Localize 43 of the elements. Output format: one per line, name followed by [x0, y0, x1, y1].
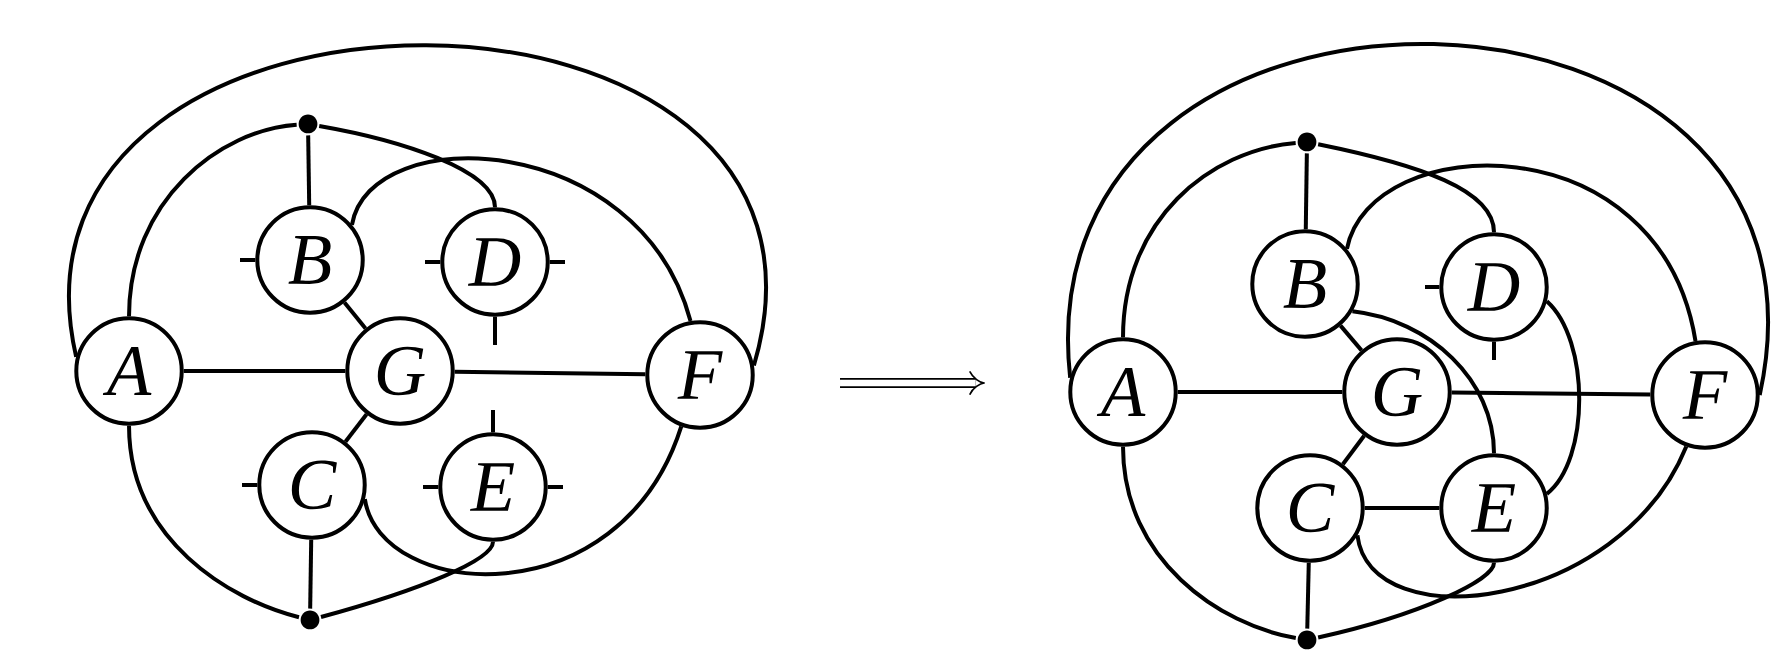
curved-line: [318, 123, 497, 208]
curved-line: [1317, 562, 1496, 640]
line: [306, 135, 312, 206]
junction-dot: [298, 114, 318, 134]
junction-dot: [1297, 132, 1317, 152]
line: [1451, 390, 1651, 397]
line: [1338, 324, 1364, 352]
stub-line: [491, 410, 495, 433]
curved-line: [1121, 140, 1296, 338]
stub-line: [425, 260, 441, 264]
stub-line: [547, 485, 563, 489]
curved-line: [1317, 142, 1496, 233]
stub-line: [1425, 285, 1440, 289]
curved-line: [1345, 163, 1698, 342]
curved-line: [363, 425, 684, 576]
curved-line: [1545, 299, 1582, 496]
junction-dot: [300, 610, 320, 630]
line: [308, 539, 314, 609]
stub-line: [493, 316, 497, 345]
line: [1305, 562, 1311, 629]
curved-line: [320, 541, 495, 619]
line: [343, 413, 369, 443]
stub-line: [549, 260, 565, 264]
line: [1303, 153, 1309, 230]
line: [183, 369, 346, 373]
line: [1341, 434, 1366, 466]
stub-line: [1492, 341, 1496, 360]
curved-line: [1068, 42, 1768, 396]
line: [342, 301, 368, 330]
curved-line: [1121, 446, 1297, 640]
curved-line: [127, 122, 297, 317]
line: [1177, 390, 1343, 394]
junction-dot: [1297, 630, 1317, 650]
stub-line: [240, 258, 256, 262]
line: [454, 369, 646, 377]
curved-line: [1355, 445, 1689, 599]
curved-line: [127, 425, 300, 620]
line: [1364, 506, 1440, 510]
stub-line: [423, 485, 439, 489]
curved-line: [1352, 309, 1496, 454]
curved-line: [350, 156, 693, 322]
curved-line: [69, 43, 767, 366]
stub-line: [242, 483, 258, 487]
